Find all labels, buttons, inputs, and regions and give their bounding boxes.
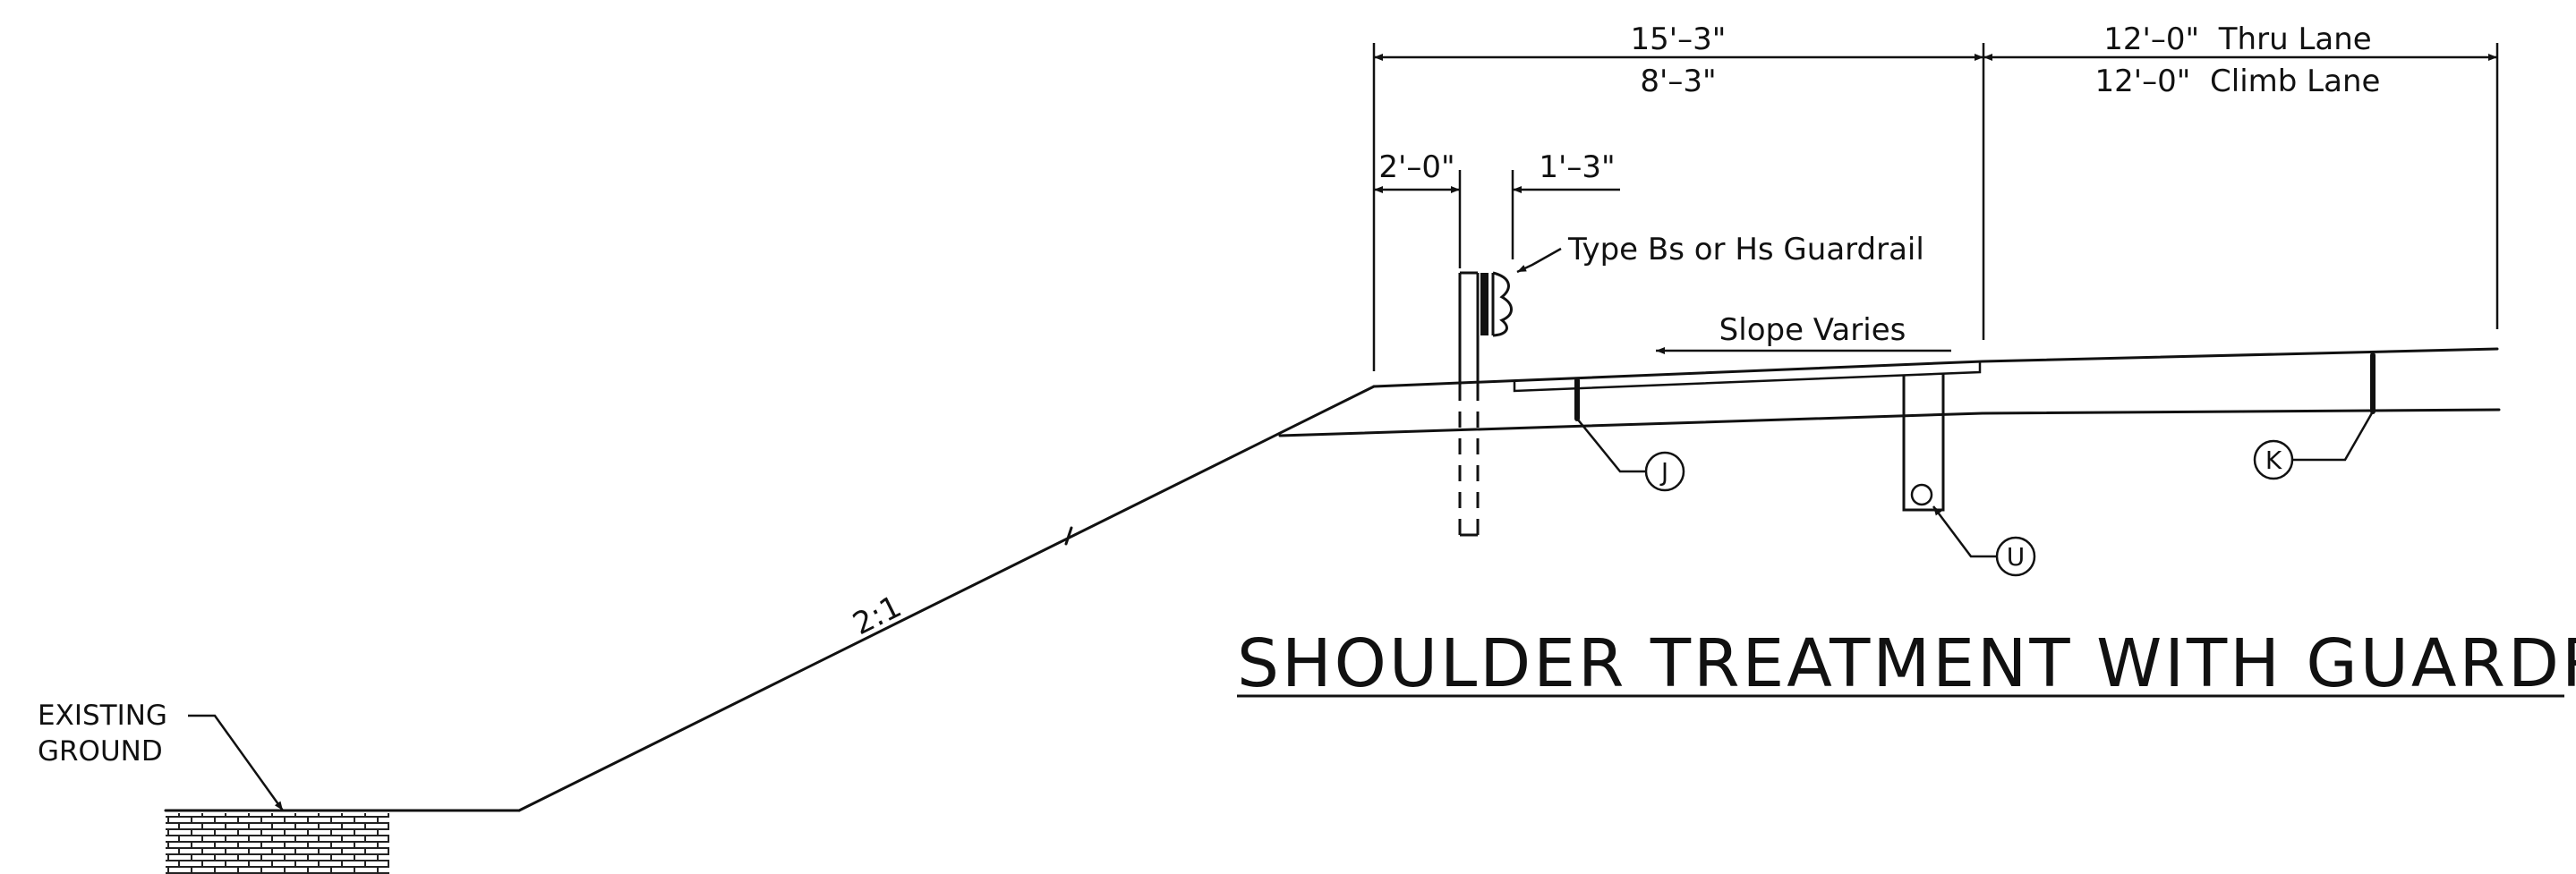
fill-slope-label: 2:1 xyxy=(848,589,908,642)
callout-u: U xyxy=(1995,536,2036,577)
guardrail-leader xyxy=(1516,247,1562,274)
dimension-lines xyxy=(1237,43,2564,698)
guardrail-note: Type Bs or Hs Guardrail xyxy=(1567,232,1924,267)
existing-ground-hatch xyxy=(166,813,389,874)
guardrail-post xyxy=(1458,271,1480,537)
dim-rail-offset: 1'–3" xyxy=(1539,149,1615,185)
fill-slope-line xyxy=(517,385,1376,812)
shoulder-surface-line xyxy=(1372,347,2499,388)
leaders xyxy=(188,247,2375,811)
leader-j xyxy=(1576,418,1645,473)
guardrail-blockout-rail xyxy=(1480,271,1513,337)
slope-tick xyxy=(1064,526,1073,546)
slope-note: Slope Varies xyxy=(1719,312,1906,348)
underdrain-box xyxy=(1902,372,1945,512)
dim-lane-upper: 12'–0" Thru Lane xyxy=(2103,21,2371,57)
underdrain-pipe xyxy=(1910,483,1933,506)
callout-u-label: U xyxy=(2007,542,2026,572)
shoulder-edge-strip xyxy=(1513,361,1982,393)
roadway-section xyxy=(164,347,2501,812)
dim-post-offset: 2'–0" xyxy=(1378,149,1454,185)
drawing-title: SHOULDER TREATMENT WITH GUARDRAIL xyxy=(1237,625,2576,702)
existing-ground-line1: EXISTING xyxy=(38,700,167,732)
callout-k: K xyxy=(2253,439,2294,480)
callout-j-label: J xyxy=(1659,457,1668,487)
dim-shoulder-upper: 15'–3" xyxy=(1631,21,1727,57)
existing-ground-leader xyxy=(188,714,285,811)
pavement-bottom-line xyxy=(1278,408,2501,437)
callout-j: J xyxy=(1644,451,1685,492)
leader-k xyxy=(2293,411,2375,462)
callout-k-label: K xyxy=(2265,445,2282,475)
dim-shoulder-lower: 8'–3" xyxy=(1640,64,1716,99)
dim-lane-lower: 12'–0" Climb Lane xyxy=(2095,64,2381,99)
existing-ground-line2: GROUND xyxy=(38,735,163,768)
leader-u xyxy=(1932,505,1996,558)
